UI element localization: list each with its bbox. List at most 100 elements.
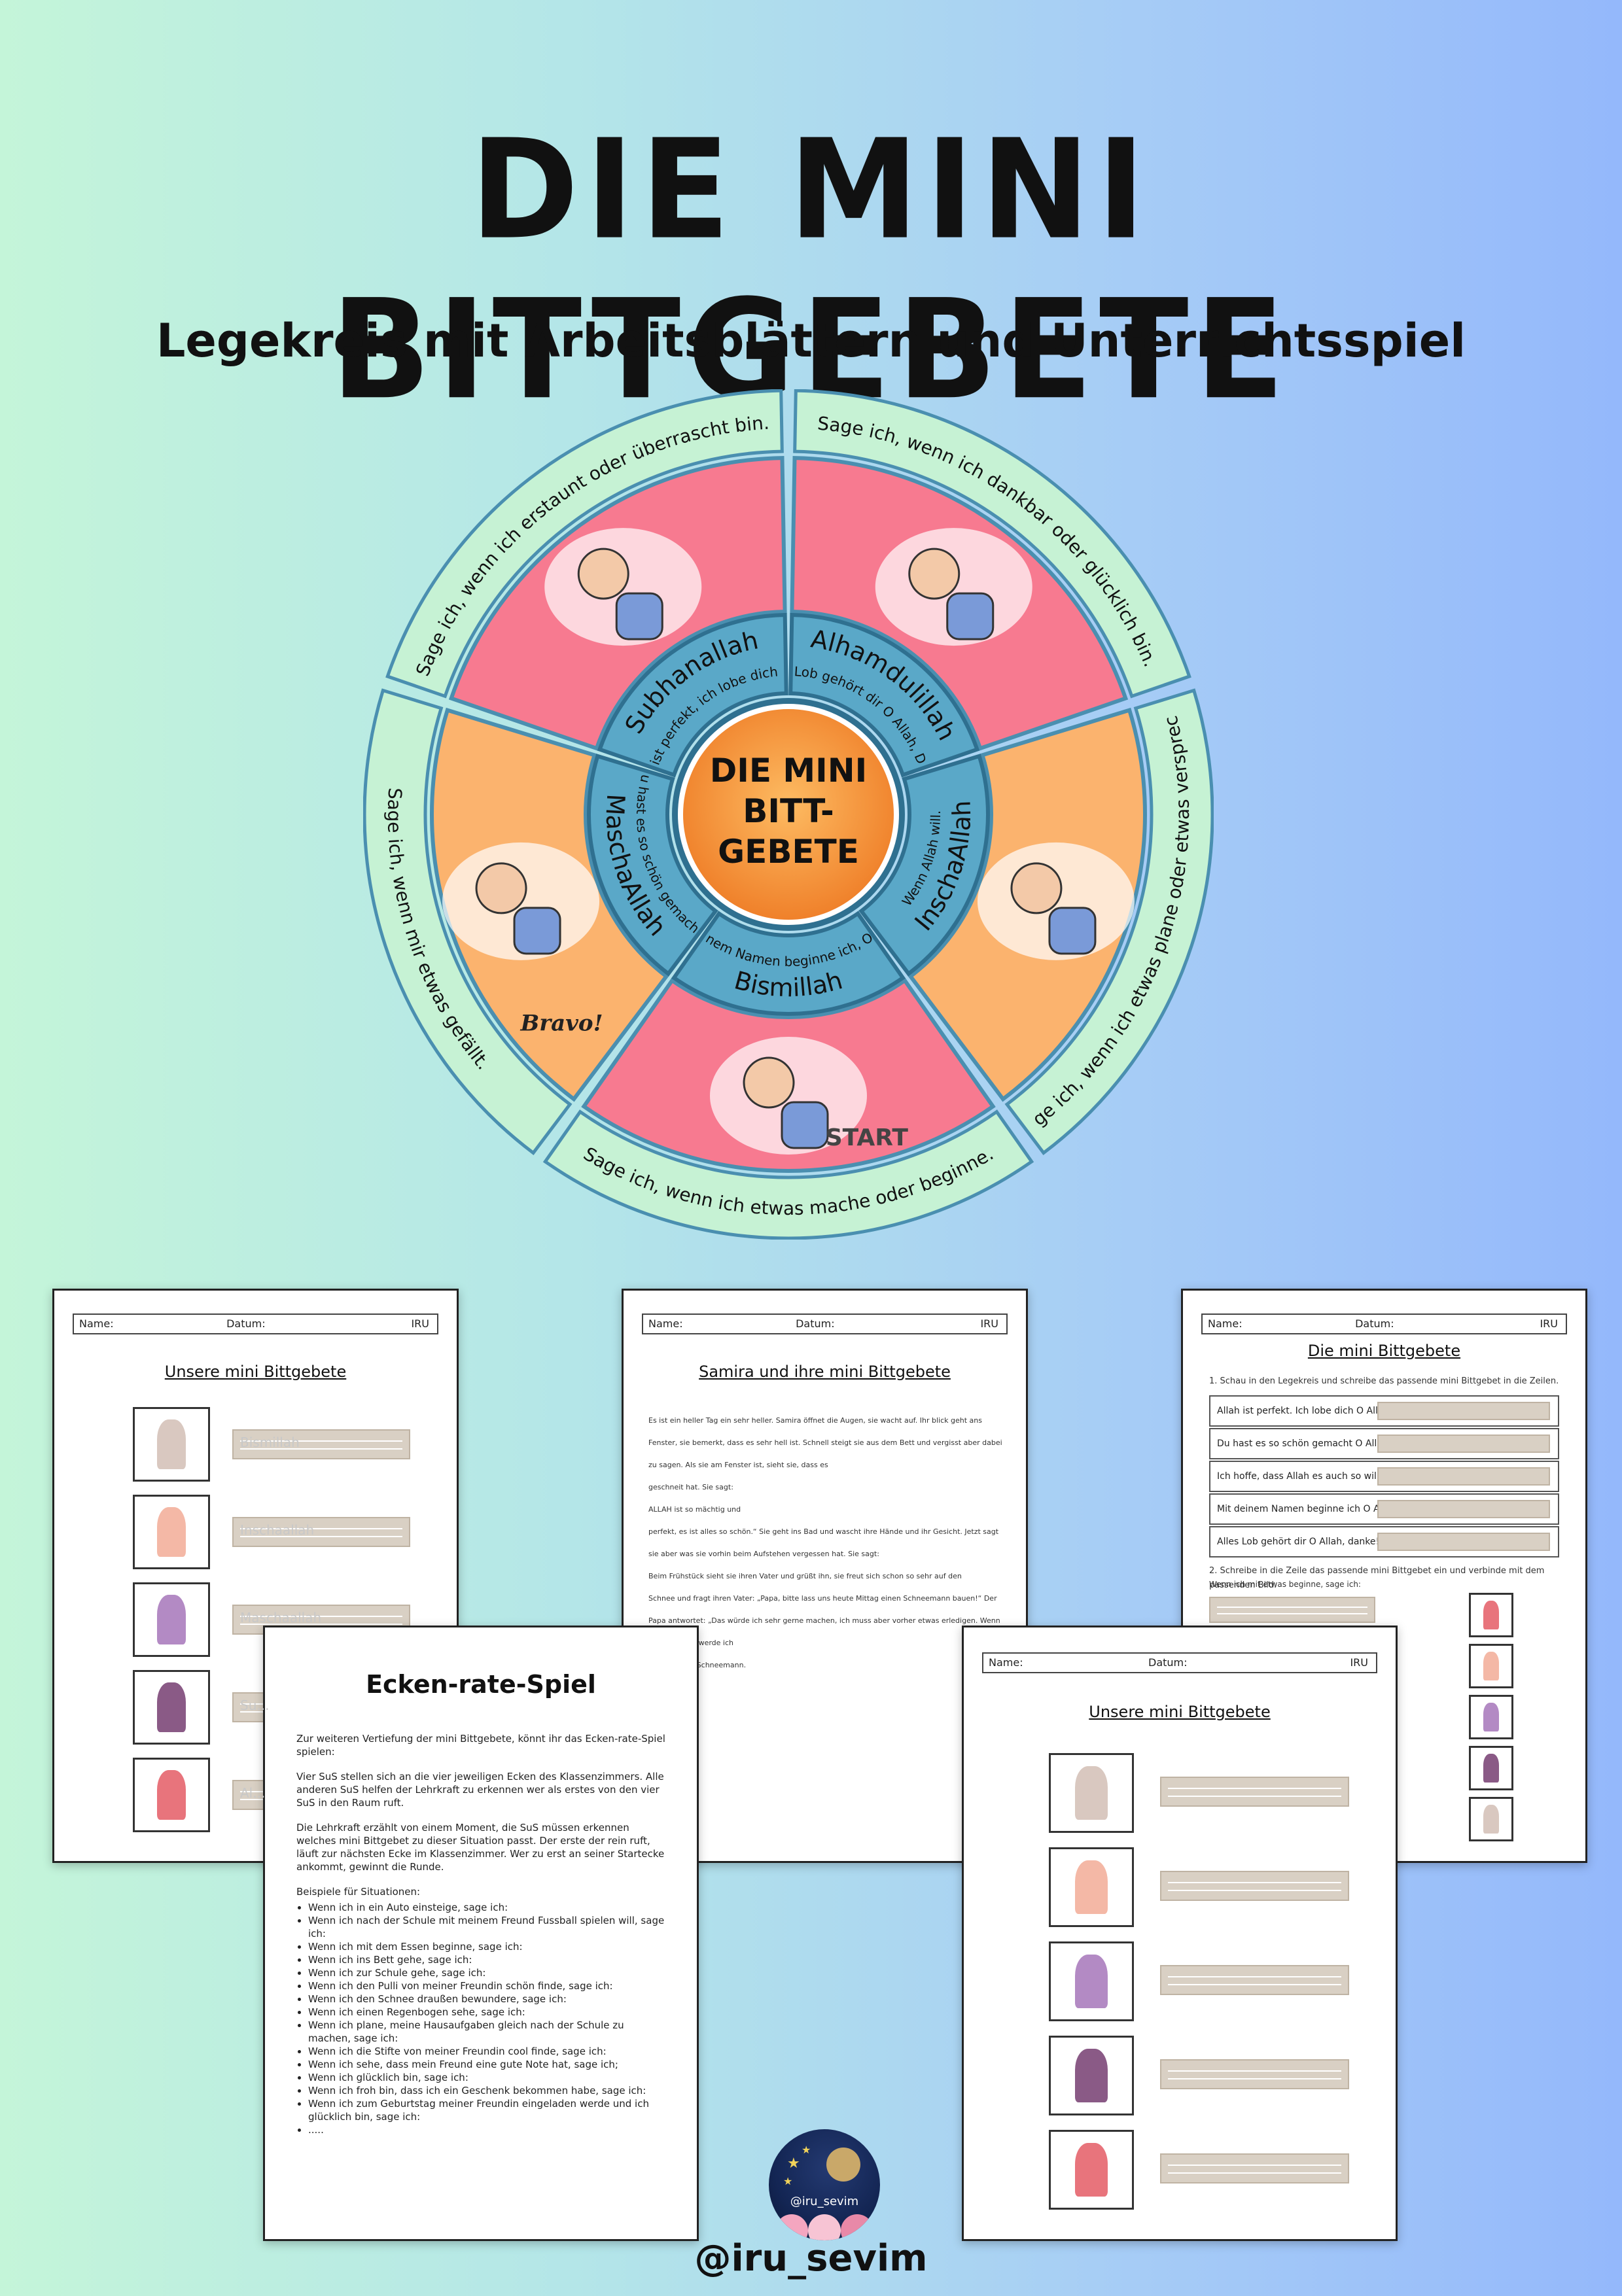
example-text: Wenn ich mit etwas beginne, sage ich: <box>1209 1580 1361 1589</box>
outer-ring-segment <box>385 389 784 699</box>
dua-segment <box>587 754 718 977</box>
matching-row: Mit deinem Namen beginne ich O Allah! <box>1209 1493 1559 1525</box>
bravo-picture <box>1049 1941 1134 2021</box>
star-icon: ★ <box>787 2155 800 2172</box>
row-text: Allah ist perfekt. Ich lobe dich O Allah… <box>1217 1406 1393 1416</box>
dua-segment <box>671 911 906 1016</box>
writing-line <box>1160 1777 1349 1807</box>
trace-text: Inschaallah <box>240 1522 315 1538</box>
happy-picture <box>1049 2130 1134 2210</box>
logo-handle: @iru_sevim <box>790 2195 859 2208</box>
writing-line <box>1377 1402 1550 1420</box>
character-face-icon <box>743 1056 795 1109</box>
story-line: perfekt, es ist alles so schön.“ Sie geh… <box>648 1527 999 1536</box>
center-disc <box>678 704 899 925</box>
writing-line: Inschaallah <box>232 1517 410 1547</box>
example-item: Wenn ich nach der Schule mit meinem Freu… <box>308 1914 665 1940</box>
outer-ring-segment <box>793 389 1191 699</box>
worksheet-title: Die mini Bittgebete <box>1307 1342 1461 1360</box>
name-label: Name: <box>648 1317 683 1330</box>
writing-line <box>1377 1533 1550 1551</box>
flower-icon <box>808 2214 841 2240</box>
star-icon: ★ <box>802 2144 811 2156</box>
character-body-icon <box>1048 907 1097 955</box>
example-item: Wenn ich zum Geburtstag meiner Freundin … <box>308 2097 665 2123</box>
example-item: Wenn ich einen Regenbogen sehe, sage ich… <box>308 2006 665 2019</box>
example-item: Wenn ich froh bin, dass ich ein Geschenk… <box>308 2084 665 2097</box>
story-line: ALLAH ist so mächtig und <box>648 1505 741 1514</box>
outer-ring-segment <box>1004 688 1214 1156</box>
worksheet-header: Name: Datum: IRU <box>982 1652 1377 1673</box>
trace-text: Su... <box>240 1697 270 1713</box>
thumb-picture <box>1469 1644 1513 1688</box>
worksheet-header: Name: Datum: IRU <box>1201 1313 1567 1334</box>
writing-line <box>1160 1965 1349 1995</box>
worksheet-unsere-mini-bittgebete-2: Name: Datum: IRU Unsere mini Bittgebete <box>962 1626 1398 2241</box>
example-item: Wenn ich zur Schule gehe, sage ich: <box>308 1966 665 1979</box>
worksheet-header: Name: Datum: IRU <box>642 1313 1008 1334</box>
row-text: Mit deinem Namen beginne ich O Allah! <box>1217 1504 1400 1514</box>
brand-label: IRU <box>980 1317 998 1330</box>
example-item: Wenn ich sehe, dass mein Freund eine gut… <box>308 2058 665 2071</box>
example-item: Wenn ich die Stifte von meiner Freundin … <box>308 2045 665 2058</box>
thumb-picture <box>1469 1695 1513 1739</box>
story-line: Es ist ein heller Tag ein sehr heller. S… <box>648 1416 982 1425</box>
outer-ring-segment <box>363 688 573 1156</box>
trace-text: Al... <box>240 1785 266 1801</box>
story-line: sie aber was sie vorhin beim Aufstehen v… <box>648 1550 879 1558</box>
character-face-icon <box>1010 862 1063 914</box>
story-line: Schnee und fragt ihren Vater: „Papa, bit… <box>648 1594 997 1603</box>
flower-icon <box>775 2214 808 2240</box>
date-label: Datum: <box>1355 1317 1394 1330</box>
game-title: Ecken-rate-Spiel <box>366 1670 596 1699</box>
story-line: zu sagen. Als sie am Fenster ist, sieht … <box>648 1461 828 1469</box>
iru-sevim-logo: ★ ★ ★ @iru_sevim <box>769 2129 880 2240</box>
start-sticker: START <box>826 1124 909 1151</box>
page-title: DIE MINI BITTGEBETE <box>330 110 1292 430</box>
writing-line <box>1160 2059 1349 2089</box>
example-item: Wenn ich ins Bett gehe, sage ich: <box>308 1953 665 1966</box>
row-text: Ich hoffe, dass Allah es auch so will <box>1217 1471 1379 1482</box>
character-body-icon <box>615 592 663 640</box>
examples-heading: Beispiele für Situationen: <box>296 1886 421 1898</box>
example-item: ..... <box>308 2123 665 2136</box>
bravo-picture <box>133 1582 210 1657</box>
name-label: Name: <box>1208 1317 1243 1330</box>
worksheet-title: Unsere mini Bittgebete <box>1089 1703 1271 1721</box>
star-icon: ★ <box>783 2175 793 2187</box>
trace-text: Maschaallah <box>240 1610 322 1626</box>
surprised-picture <box>1049 2036 1134 2115</box>
flower-icon <box>841 2214 873 2240</box>
game-paragraph: Zur weiteren Vertiefung der mini Bittgeb… <box>296 1733 665 1758</box>
brand-label: IRU <box>411 1317 429 1330</box>
worksheet-header: Name: Datum: IRU <box>73 1313 438 1334</box>
matching-row: Allah ist perfekt. Ich lobe dich O Allah… <box>1209 1395 1559 1427</box>
start-picture <box>1049 1753 1134 1833</box>
matching-row: Ich hoffe, dass Allah es auch so will <box>1209 1461 1559 1492</box>
writing-line <box>1209 1597 1375 1623</box>
writing-line: Bismillah <box>232 1429 410 1459</box>
story-line: Beim Frühstück sieht sie ihren Vater und… <box>648 1572 962 1580</box>
worksheet-title: Samira und ihre mini Bittgebete <box>699 1363 951 1381</box>
example-item: Wenn ich plane, meine Hausaufgaben gleic… <box>308 2019 665 2045</box>
game-body: Zur weiteren Vertiefung der mini Bittgeb… <box>296 1732 665 2136</box>
date-label: Datum: <box>226 1317 266 1330</box>
dua-segment <box>858 754 990 977</box>
writing-line <box>1377 1500 1550 1518</box>
game-paragraph: Die Lehrkraft erzählt von einem Moment, … <box>296 1822 665 1873</box>
writing-line <box>1160 1871 1349 1901</box>
story-line: Fenster, sie bemerkt, dass es sehr hell … <box>648 1438 1002 1447</box>
name-label: Name: <box>989 1656 1023 1669</box>
worksheet-title: Unsere mini Bittgebete <box>164 1363 347 1381</box>
examples-list: Wenn ich in ein Auto einsteige, sage ich… <box>296 1901 665 2136</box>
dua-segment <box>597 612 788 778</box>
center-title-line: BITT- <box>743 792 834 830</box>
bravo-sticker: Bravo! <box>520 1010 603 1036</box>
story-line: geschneit hat. Sie sagt: <box>648 1483 733 1491</box>
legekreis-wheel: Sage ich, wenn ich dankbar oder glücklic… <box>363 389 1214 1240</box>
task-1-text: 1. Schau in den Legekreis und schreibe d… <box>1209 1376 1559 1386</box>
name-label: Name: <box>79 1317 114 1330</box>
promise-picture <box>133 1495 210 1569</box>
date-label: Datum: <box>1148 1656 1188 1669</box>
character-body-icon <box>513 907 561 955</box>
